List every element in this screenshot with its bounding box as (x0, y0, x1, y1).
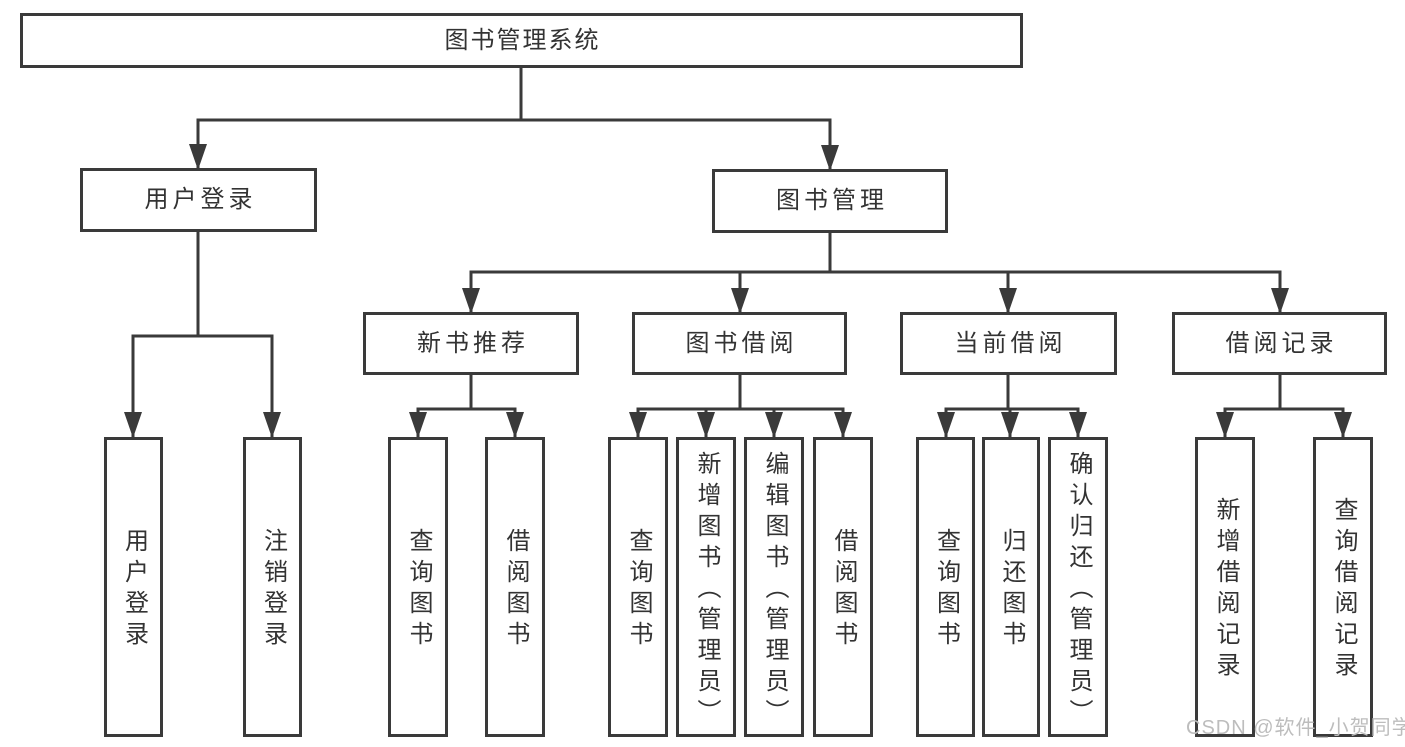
leaf-confirm-return-admin: 确认归还（管理员） (1048, 437, 1108, 737)
node-user-login: 用户登录 (80, 168, 317, 232)
leaf-borrow-books-borrow: 借阅图书 (813, 437, 873, 737)
node-current-borrowing: 当前借阅 (900, 312, 1117, 375)
leaf-return-books: 归还图书 (982, 437, 1040, 737)
leaf-add-books-admin: 新增图书（管理员） (676, 437, 736, 737)
node-book-borrowing: 图书借阅 (632, 312, 847, 375)
leaf-add-borrow-record: 新增借阅记录 (1195, 437, 1255, 737)
leaf-query-books-current: 查询图书 (916, 437, 975, 737)
node-new-book-recommend: 新书推荐 (363, 312, 579, 375)
leaf-logout: 注销登录 (243, 437, 302, 737)
node-root-system: 图书管理系统 (20, 13, 1023, 68)
node-borrowing-records: 借阅记录 (1172, 312, 1387, 375)
leaf-borrow-books-recommend: 借阅图书 (485, 437, 545, 737)
leaf-user-login: 用户登录 (104, 437, 163, 737)
leaf-edit-books-admin: 编辑图书（管理员） (744, 437, 804, 737)
csdn-watermark: CSDN @软件_小贺同学 (1186, 717, 1405, 739)
leaf-query-books-recommend: 查询图书 (388, 437, 448, 737)
leaf-query-borrow-record: 查询借阅记录 (1313, 437, 1373, 737)
node-book-management: 图书管理 (712, 169, 948, 233)
leaf-query-books-borrow: 查询图书 (608, 437, 668, 737)
